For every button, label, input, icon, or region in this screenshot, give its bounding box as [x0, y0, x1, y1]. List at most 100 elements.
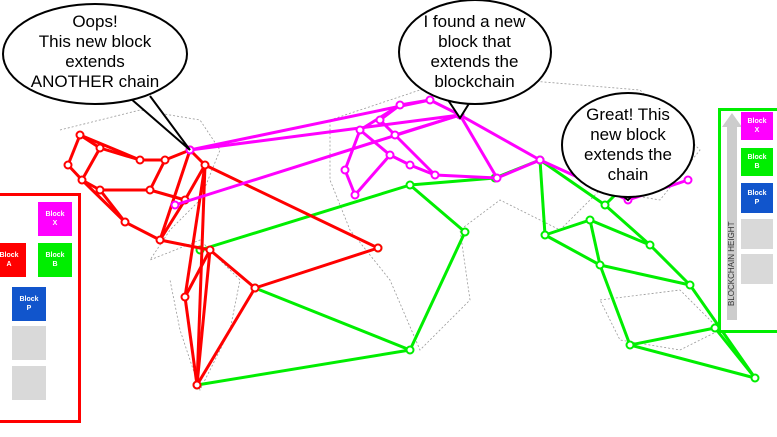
green-network-node — [645, 240, 655, 250]
green-network-link — [599, 263, 691, 287]
bubble-line: Oops! — [72, 12, 118, 31]
height-arrow — [727, 125, 737, 320]
green-network-link — [589, 218, 651, 247]
red-network-node — [200, 160, 210, 170]
magenta-network-node — [355, 125, 365, 135]
red-network-node — [192, 380, 202, 390]
magenta-network-node — [170, 200, 180, 210]
magenta-network-node — [390, 130, 400, 140]
magenta-network-node — [535, 155, 545, 165]
red-network-node — [95, 185, 105, 195]
red-network-link — [124, 220, 161, 242]
red-network-node — [145, 185, 155, 195]
green-network-node — [750, 373, 760, 383]
green-network-link — [538, 159, 547, 236]
continent-outline — [329, 79, 701, 351]
magenta-network-link — [429, 98, 461, 117]
red-network-link — [204, 163, 379, 250]
red-network-link — [254, 246, 379, 290]
red-network-link — [195, 164, 207, 386]
green-network-node — [600, 200, 610, 210]
block-x: Block X — [741, 112, 773, 140]
bubble-line: blockchain — [434, 72, 515, 91]
green-network-node — [460, 227, 470, 237]
magenta-network-node — [385, 150, 395, 160]
green-network-link — [196, 348, 411, 387]
green-network-node — [585, 215, 595, 225]
height-arrow-head — [722, 113, 742, 127]
magenta-network-link — [393, 133, 437, 177]
magenta-network-link — [434, 173, 498, 180]
bubble-left-text: Oops! This new block extends ANOTHER cha… — [20, 12, 170, 92]
green-network-link — [629, 326, 716, 347]
red-network-link — [158, 199, 187, 241]
magenta-network-link — [189, 113, 461, 152]
red-network-link — [158, 149, 192, 241]
red-network-node — [95, 143, 105, 153]
green-network-link — [598, 264, 632, 346]
bubble-line: This new block — [38, 32, 152, 51]
green-network-link — [629, 343, 756, 380]
red-network-link — [149, 188, 186, 202]
red-network-node — [205, 245, 215, 255]
continent-outline — [599, 289, 721, 351]
bubble-line: block that — [438, 32, 511, 51]
green-network-node — [595, 260, 605, 270]
red-network-link — [80, 147, 102, 181]
red-network-node — [120, 217, 130, 227]
bubble-right-text: Great! This new block extends the chain — [568, 105, 688, 185]
red-network-node — [135, 155, 145, 165]
block-empty — [741, 254, 773, 284]
red-network-link — [66, 134, 82, 166]
magenta-network-link — [353, 154, 392, 196]
block-empty — [741, 219, 773, 249]
red-network-node — [75, 130, 85, 140]
speech-bubble-left-tail — [129, 95, 191, 151]
magenta-network-link — [189, 98, 431, 152]
red-network-link — [183, 164, 207, 298]
green-network-link — [588, 219, 602, 266]
green-network-link — [409, 176, 496, 187]
bubble-center-text: I found a new block that extends the blo… — [412, 12, 537, 92]
magenta-network-node — [350, 190, 360, 200]
red-network-node — [373, 243, 383, 253]
red-network-link — [195, 287, 257, 386]
magenta-network-node — [430, 170, 440, 180]
magenta-network-node — [375, 115, 385, 125]
magenta-network-link — [458, 114, 499, 179]
red-network-node — [180, 292, 190, 302]
green-network-link — [199, 183, 411, 252]
magenta-network-link — [459, 113, 541, 162]
block-empty — [12, 366, 46, 400]
bubble-line: ANOTHER chain — [30, 72, 160, 91]
green-network-link — [604, 203, 651, 247]
green-network-link — [254, 286, 411, 352]
red-network-link — [183, 164, 207, 201]
red-network-link — [80, 178, 127, 224]
magenta-network-link — [399, 98, 431, 107]
red-network-node — [63, 160, 73, 170]
bubble-line: chain — [607, 165, 649, 184]
green-network-node — [625, 340, 635, 350]
magenta-network-link — [496, 158, 541, 180]
magenta-network-node — [405, 160, 415, 170]
green-network-link — [408, 231, 467, 351]
red-network-node — [155, 235, 165, 245]
continent-outline — [59, 109, 241, 392]
red-network-node — [160, 155, 170, 165]
green-network-node — [540, 230, 550, 240]
block-b: Block B — [741, 148, 773, 176]
green-network-link — [544, 218, 591, 237]
red-network-link — [209, 248, 256, 290]
red-network-link — [79, 133, 141, 162]
green-network-link — [539, 158, 606, 207]
magenta-network-node — [492, 173, 502, 183]
speech-bubble-right — [561, 92, 695, 198]
bubble-line: I found a new — [423, 12, 526, 31]
green-network-link — [409, 183, 466, 234]
red-network-node — [250, 283, 260, 293]
block-a: Block A — [0, 243, 26, 277]
magenta-network-link — [394, 113, 461, 137]
speech-bubble-center — [398, 0, 552, 105]
